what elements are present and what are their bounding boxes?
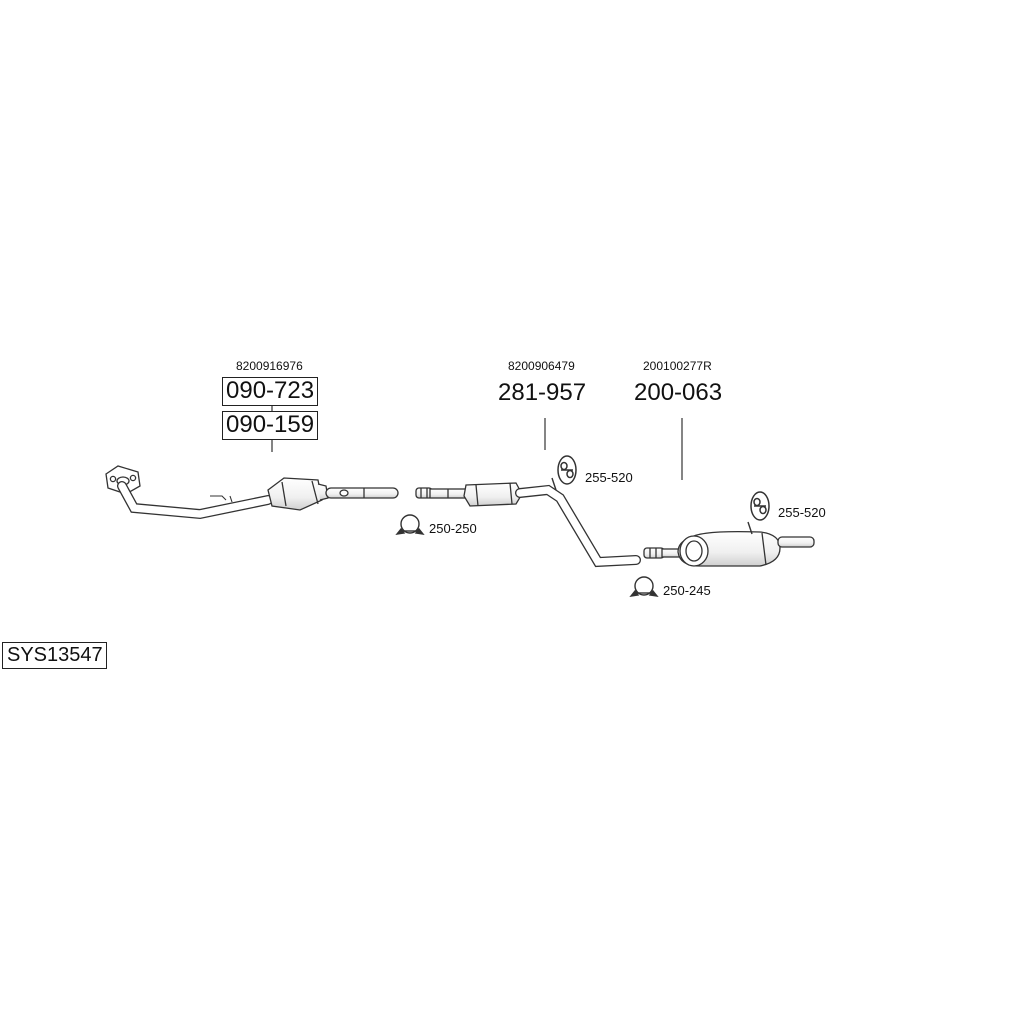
part-number-middle[interactable]: 281-957	[498, 379, 587, 406]
front-pipe-with-catalyst	[105, 465, 399, 520]
clamp-icon	[629, 576, 659, 597]
hanger-part-number-rear[interactable]: 255-520	[778, 505, 826, 520]
oe-number-front: 8200916976	[236, 359, 303, 373]
part-number-front-primary[interactable]: 090-723	[222, 377, 319, 406]
clamp-part-number-rear[interactable]: 250-245	[663, 583, 711, 598]
part-number-front-secondary[interactable]: 090-159	[222, 411, 319, 440]
rubber-hanger-icon	[750, 491, 770, 521]
rubber-hanger-icon	[557, 455, 577, 485]
middle-silencer	[415, 477, 641, 568]
system-code-label: SYS13547	[2, 642, 107, 669]
clamp-icon	[395, 514, 425, 535]
oe-number-middle: 8200906479	[508, 359, 575, 373]
rear-silencer	[643, 521, 815, 567]
oe-number-rear: 200100277R	[643, 359, 712, 373]
part-number-rear[interactable]: 200-063	[634, 379, 723, 406]
clamp-part-number-front[interactable]: 250-250	[429, 521, 477, 536]
hanger-part-number-middle[interactable]: 255-520	[585, 470, 633, 485]
